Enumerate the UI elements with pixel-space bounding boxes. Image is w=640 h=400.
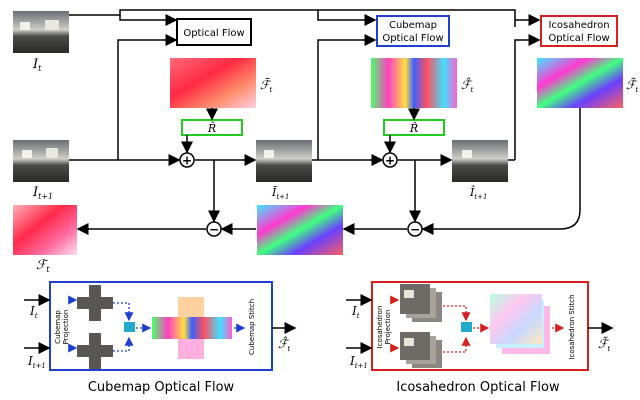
icosahedron-box: Icosahedron Optical Flow [540,15,618,47]
icosahedron-box-line2: Optical Flow [548,33,609,44]
cubemap-projection-line1: Cubemap [54,310,62,344]
cubemap-stitch-label: Cubemap Stitch [248,299,256,355]
cubemap-projection-line2: Projection [62,310,70,345]
minus-operator-1: − [206,221,222,237]
cubemap-face-top [77,285,113,321]
R-bar-label: R̄ [207,122,216,135]
svg-text:−: − [410,223,420,237]
icosahedron-projection-line2: Projection [384,310,392,345]
R-hat-label: R̂ [409,122,418,135]
label-I-hat: Ît+1 [469,185,488,201]
svg-text:+: + [385,154,395,168]
icosahedron-output-F-tilde: ℱ̃t [598,336,610,353]
label-I-bar: Īt+1 [271,186,290,201]
cubemap-panel: Cubemap Projection Cubemap Stitch [49,281,273,371]
svg-text:+: + [182,154,192,168]
cubemap-pwc-badge [124,322,135,332]
cubemap-box: Cubemap Optical Flow [376,15,450,47]
R-hat-box: R̂ [383,119,445,136]
cubemap-output-F-hat: ℱ̂t [278,336,290,353]
image-I-t [13,11,69,53]
label-F-bar: ℱ̄t [260,78,272,94]
image-I-t1 [13,140,69,182]
icosahedron-box-line1: Icosahedron [548,20,609,31]
optical-flow-box-label: Optical Flow [183,28,244,39]
cubemap-box-line2: Optical Flow [382,33,443,44]
icosahedron-projection-line1: Icosahedron [376,306,384,349]
flow-residual [257,205,343,255]
icosahedron-stitch-label: Icosahedron Stitch [568,294,576,359]
plus-operator-2: + [382,152,398,168]
flow-F-hat [371,58,457,108]
flow-F-bar [170,58,256,108]
cubemap-box-line1: Cubemap [389,20,437,31]
image-I-bar [256,140,312,182]
icosahedron-input-I-t: It [351,304,360,320]
label-F-t: ℱt [36,258,50,274]
optical-flow-box: Optical Flow [176,18,252,46]
image-I-hat [452,140,508,182]
icosahedron-caption: Icosahedron Optical Flow [396,380,560,395]
cubemap-face-bottom [77,333,113,369]
cubemap-flow-cross [152,297,232,359]
label-F-hat: ℱ̂t [461,77,473,94]
cubemap-caption: Cubemap Optical Flow [88,380,235,395]
flow-F-t [13,205,77,255]
connector-lines [69,9,581,235]
label-F-tilde: ℱ̃t [626,77,638,94]
icosahedron-input-I-t1: It+1 [349,354,368,370]
cubemap-input-I-t1: It+1 [27,354,46,370]
cubemap-input-I-t: It [29,304,38,320]
icosahedron-flow-stack [490,294,550,354]
icosahedron-faces-bottom [400,332,442,368]
flow-F-tilde [537,58,623,108]
icosahedron-faces-top [400,284,442,322]
label-I-t1: It+1 [32,185,53,201]
R-bar-box: R̄ [181,119,243,136]
icosahedron-pwc-badge [461,322,472,332]
minus-operator-2: − [407,221,423,237]
plus-operator-1: + [179,152,195,168]
svg-text:−: − [209,223,219,237]
icosahedron-panel: Icosahedron Projection Icosa [371,281,589,371]
label-I-t: It [32,57,42,73]
